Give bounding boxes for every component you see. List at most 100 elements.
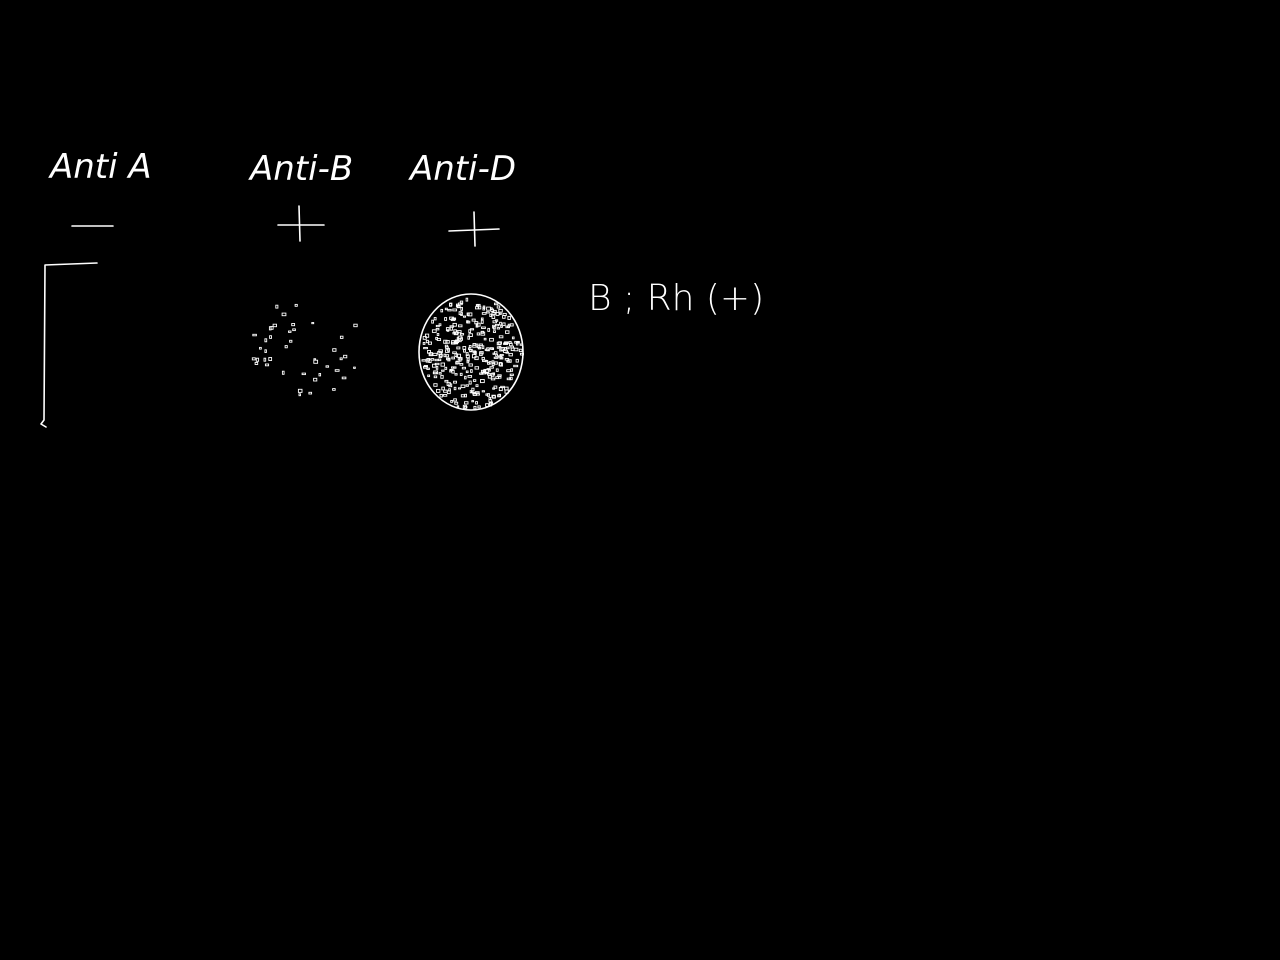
- agglutination-dot: [453, 398, 457, 402]
- agglutination-dot: [460, 306, 463, 311]
- agglutination-dot: [424, 333, 430, 338]
- agglutination-dot: [490, 377, 496, 381]
- agglutination-dot: [477, 405, 481, 409]
- label-anti-b: Anti-B: [248, 149, 353, 189]
- agglutination-dot: [487, 375, 492, 379]
- agglutination-dot: [268, 357, 273, 361]
- agglutination-dot: [454, 353, 459, 357]
- agglutination-dot: [497, 341, 502, 345]
- agglutination-dot: [275, 304, 279, 309]
- agglutination-dot: [434, 358, 439, 362]
- agglutination-dot: [459, 300, 464, 305]
- agglutination-dot: [510, 345, 514, 349]
- agglutination-dot: [493, 326, 496, 330]
- agglutination-dot: [446, 382, 451, 386]
- agglutination-dot: [341, 376, 347, 380]
- agglutination-dot: [494, 302, 499, 306]
- agglutination-dot: [504, 358, 510, 361]
- agglutination-dot: [468, 329, 472, 333]
- agglutination-dot: [436, 338, 442, 341]
- agglutination-dot: [459, 333, 465, 336]
- agglutination-dot: [488, 368, 491, 372]
- agglutination-dot: [472, 379, 477, 382]
- agglutination-dot: [486, 306, 491, 311]
- agglutination-dot: [425, 339, 429, 344]
- agglutination-dot: [480, 319, 484, 324]
- agglutination-dot: [505, 330, 510, 334]
- agglutination-dot: [447, 358, 451, 362]
- agglutination-dot: [486, 347, 490, 352]
- agglutination-dot: [438, 323, 442, 327]
- agglutination-dot: [452, 322, 457, 327]
- agglutination-dot: [343, 354, 348, 359]
- agglutination-dot: [334, 369, 340, 372]
- agglutination-dot: [264, 363, 270, 367]
- agglutination-dot: [478, 343, 483, 347]
- agglutination-dot: [427, 341, 432, 345]
- agglutination-dot: [454, 373, 458, 376]
- agglutination-dot: [502, 322, 506, 327]
- agglutination-dot: [458, 324, 463, 328]
- agglutination-dot: [313, 377, 318, 382]
- label-anti-a: Anti A: [48, 147, 152, 187]
- agglutination-dot: [481, 390, 485, 393]
- agglutination-dot: [498, 308, 503, 313]
- agglutination-dot: [311, 322, 315, 325]
- agglutination-dot: [504, 389, 509, 394]
- agglutination-dot: [452, 308, 458, 312]
- agglutination-dot: [509, 323, 514, 327]
- agglutination-dot: [440, 374, 444, 379]
- agglutination-dot: [515, 358, 519, 363]
- agglutination-dot: [452, 351, 457, 355]
- agglutination-dot: [445, 340, 450, 344]
- agglutination-dot: [506, 377, 512, 381]
- agglutination-dot: [467, 312, 473, 317]
- agglutination-dot: [433, 375, 438, 379]
- agglutination-dot: [498, 335, 504, 339]
- agglutination-dot: [499, 353, 504, 357]
- agglutination-dot: [466, 357, 470, 362]
- agglutination-dot: [427, 374, 431, 378]
- agglutination-dot: [495, 311, 500, 316]
- agglutination-dot: [460, 337, 463, 341]
- agglutination-dot: [252, 333, 257, 337]
- agglutination-dot: [468, 363, 473, 367]
- agglutination-dot: [464, 401, 469, 405]
- agglutination-dot: [453, 366, 457, 369]
- agglutination-dot: [473, 405, 477, 410]
- agglutination-dot: [430, 358, 435, 361]
- agglutination-dot: [281, 312, 287, 317]
- agglutination-dot: [509, 376, 513, 381]
- agglutination-dot: [439, 393, 443, 398]
- agglutination-dot: [449, 302, 453, 307]
- agglutination-dot: [494, 361, 498, 365]
- agglutination-dot: [499, 321, 502, 326]
- agglutination-dot: [475, 323, 479, 328]
- agglutination-dot: [498, 387, 503, 392]
- agglutination-dot: [495, 376, 500, 380]
- agglutination-dot: [339, 357, 343, 361]
- agglutination-dot: [294, 303, 298, 307]
- agglutination-dot: [474, 366, 480, 370]
- agglutination-dot: [451, 356, 455, 360]
- agglutination-dot: [487, 373, 492, 376]
- agglutination-dot: [481, 326, 486, 329]
- agglutination-dot: [465, 384, 469, 387]
- agglutination-dot: [476, 393, 480, 396]
- agglutination-dot: [484, 371, 489, 375]
- agglutination-dot: [423, 347, 428, 350]
- agglutination-dot: [482, 359, 487, 362]
- reaction-sign-anti-b: +: [277, 205, 325, 242]
- agglutination-dot: [491, 311, 496, 315]
- agglutination-dot: [313, 358, 317, 361]
- agglutination-dot: [476, 332, 481, 336]
- agglutination-dot: [426, 367, 430, 370]
- agglutination-dot: [443, 339, 448, 344]
- agglutination-dot: [436, 333, 440, 336]
- agglutination-dot: [518, 348, 523, 353]
- agglutination-dot: [499, 348, 504, 352]
- agglutination-dot: [444, 379, 449, 383]
- agglutination-dot: [452, 317, 457, 321]
- agglutination-dot: [493, 356, 499, 359]
- agglutination-dot: [480, 331, 486, 336]
